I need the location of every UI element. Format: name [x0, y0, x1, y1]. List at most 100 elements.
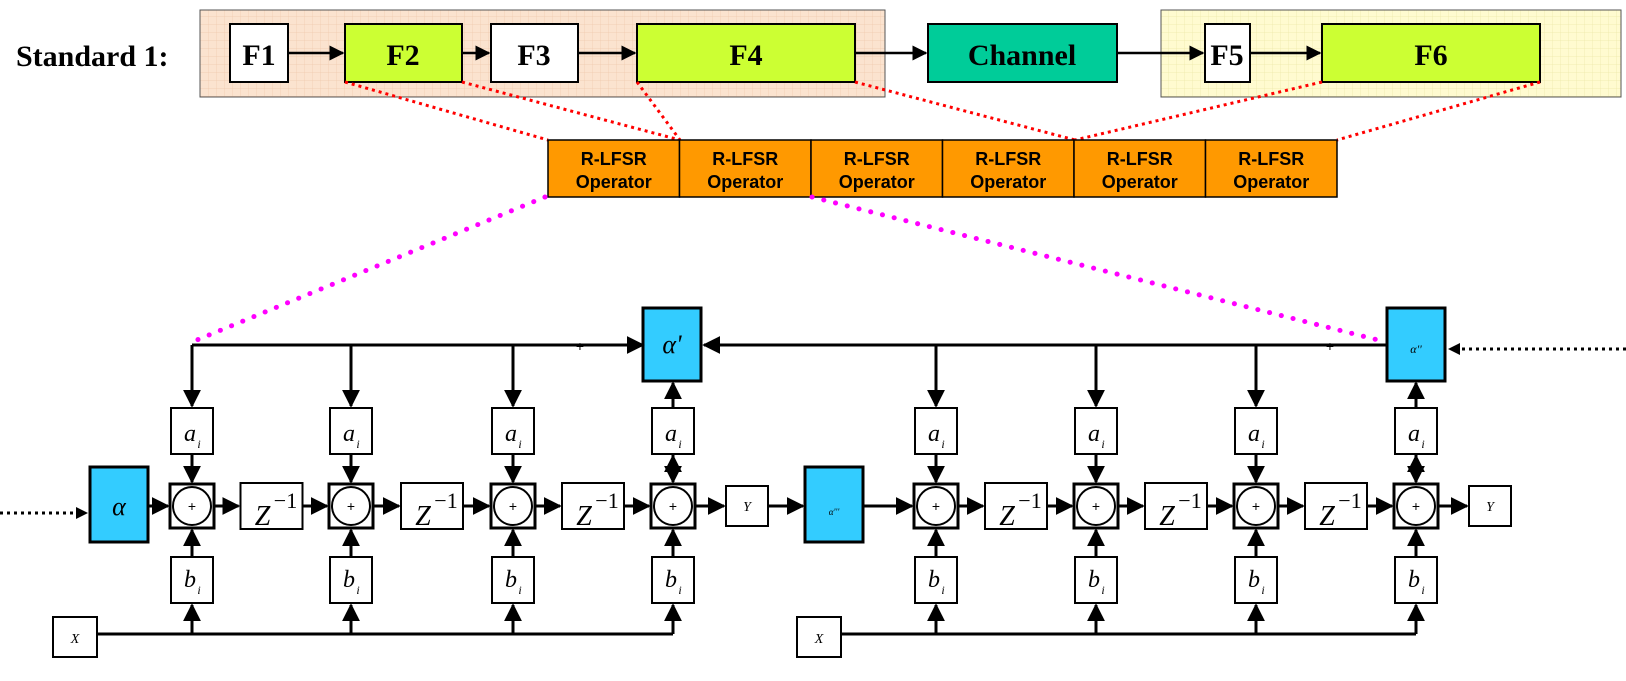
tap-b-subscript: i [356, 583, 359, 597]
tap-a-subscript: i [518, 437, 521, 451]
rlfsr-operator-3 [810, 139, 944, 198]
block-f5-label: F5 [1210, 39, 1243, 72]
adder-circle [916, 486, 956, 526]
delay-label: Z [1319, 501, 1335, 532]
standard-chain: Standard 1: F1 F2 F3 F4 Channel F5 F6 [16, 9, 1622, 98]
delay-label: Z [999, 501, 1015, 532]
tap-b-box [170, 556, 214, 604]
output-y-label: Y [1486, 500, 1496, 515]
tap-b-subscript: i [1421, 583, 1424, 597]
delay-label: Z [415, 501, 431, 532]
operator-line1: R-LFSR [975, 149, 1041, 169]
adder-circle [331, 486, 371, 526]
tap-b-subscript: i [518, 583, 521, 597]
operator-line2: Operator [1233, 172, 1309, 192]
delay-box [239, 482, 304, 530]
operator-line1: R-LFSR [581, 149, 647, 169]
delay-exponent: −1 [1178, 488, 1201, 513]
adder-plus: + [347, 498, 355, 514]
rail-plus-mark: + [576, 338, 584, 354]
tap-a-label: a [1408, 421, 1420, 447]
delay-exponent: −1 [434, 488, 457, 513]
delay-label: Z [255, 501, 271, 532]
tap-a-label: a [665, 421, 677, 447]
external-inputs [0, 347, 1626, 515]
tap-b-subscript: i [678, 583, 681, 597]
rlfsr-operator-6 [1204, 139, 1338, 198]
feedback-coef-box [641, 306, 703, 383]
tap-b-label: b [343, 567, 355, 593]
delay-exponent: −1 [1338, 488, 1361, 513]
block-f5 [1204, 23, 1251, 83]
x-input-label: X [70, 632, 80, 647]
block-f4 [636, 23, 856, 83]
external-input-arrow-right [1448, 343, 1460, 355]
tap-a-subscript: i [941, 437, 944, 451]
delay-box [1304, 482, 1368, 530]
input-coef-label: α''' [829, 507, 841, 517]
block-f3-label: F3 [517, 39, 550, 72]
output-y-label: Y [743, 500, 753, 515]
adder-plus: + [1252, 498, 1260, 514]
block-f1-label: F1 [242, 39, 275, 72]
operator-line1: R-LFSR [712, 149, 778, 169]
tap-a-label: a [928, 421, 940, 447]
rlfsr-operator-1 [547, 139, 681, 198]
tap-b-label: b [184, 567, 196, 593]
adder-circle [653, 486, 693, 526]
tap-a-subscript: i [678, 437, 681, 451]
tap-b-subscript: i [941, 583, 944, 597]
delay-exponent: −1 [1018, 488, 1041, 513]
tap-b-box [914, 556, 958, 604]
tap-a-label: a [343, 421, 355, 447]
input-coef-box [803, 465, 865, 544]
rlfsr-operator-4 [941, 139, 1075, 198]
operator-line1: R-LFSR [844, 149, 910, 169]
feedback-coef-label: α' [662, 330, 682, 359]
x-input-box [52, 616, 98, 658]
rlfsr-operator-5 [1073, 139, 1207, 198]
block-channel [927, 23, 1118, 83]
rail-plus-mark: + [1326, 338, 1334, 354]
adder-plus: + [669, 498, 677, 514]
tap-b-subscript: i [197, 583, 200, 597]
adder-circle [1236, 486, 1276, 526]
tap-b-box [651, 556, 695, 604]
adder-circle [493, 486, 533, 526]
adder-circle [172, 486, 212, 526]
x-input-label: X [814, 632, 824, 647]
block-f6-label: F6 [1414, 39, 1447, 72]
output-y-box [1468, 485, 1512, 527]
operator-line1: R-LFSR [1238, 149, 1304, 169]
tap-b-label: b [1248, 567, 1260, 593]
feedback-coef-box [1385, 306, 1447, 383]
operator-line2: Operator [839, 172, 915, 192]
adder-plus: + [188, 498, 196, 514]
standard-label: Standard 1: [16, 40, 169, 73]
input-coef-label: α [112, 492, 127, 521]
tap-a-label: a [1248, 421, 1260, 447]
tap-a-label: a [1088, 421, 1100, 447]
x-input-box [796, 616, 842, 658]
rlfsr-operator-2 [678, 139, 812, 198]
tap-b-label: b [665, 567, 677, 593]
tap-a-subscript: i [1421, 437, 1424, 451]
block-f3 [490, 23, 579, 83]
mapping-lines [344, 80, 1541, 142]
zoom-lines [189, 194, 1389, 345]
input-coef-box [88, 465, 150, 544]
external-input-arrow-left [76, 507, 88, 519]
tap-b-box [1234, 556, 1278, 604]
tap-b-label: b [505, 567, 517, 593]
delay-box [984, 482, 1048, 530]
delay-label: Z [1159, 501, 1175, 532]
adder-plus: + [932, 498, 940, 514]
tap-b-subscript: i [1101, 583, 1104, 597]
tap-a-subscript: i [1261, 437, 1264, 451]
block-f4-label: F4 [729, 39, 762, 72]
operator-line2: Operator [576, 172, 652, 192]
tap-b-box [491, 556, 535, 604]
